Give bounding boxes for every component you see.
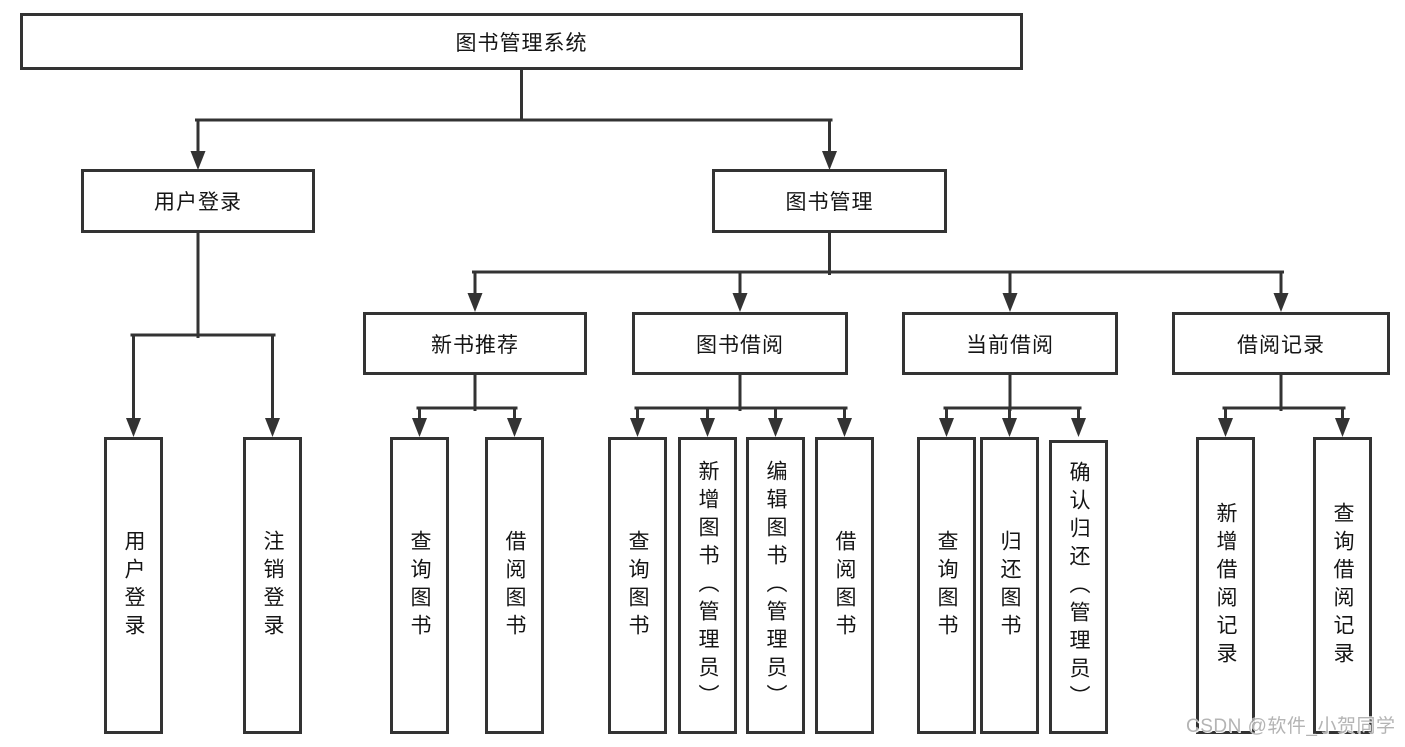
node-user-login: 用户登录 bbox=[81, 169, 315, 233]
leaf-user-login: 用户登录 bbox=[104, 437, 163, 734]
leaf-query-books-recommend-label: 查询图书 bbox=[408, 529, 432, 642]
csdn-watermark: CSDN @软件_小贺同学 bbox=[1186, 716, 1396, 737]
leaf-confirm-return-admin: 确认归还（管理员） bbox=[1049, 440, 1108, 734]
leaf-logout-label: 注销登录 bbox=[261, 529, 285, 642]
leaf-add-book-admin: 新增图书（管理员） bbox=[678, 437, 737, 734]
leaf-query-borrow-record-label: 查询借阅记录 bbox=[1331, 501, 1355, 670]
leaf-logout: 注销登录 bbox=[243, 437, 302, 734]
leaf-return-book: 归还图书 bbox=[980, 437, 1039, 734]
node-book-borrowing: 图书借阅 bbox=[632, 312, 848, 375]
leaf-return-book-label: 归还图书 bbox=[998, 529, 1022, 642]
node-book-management-label: 图书管理 bbox=[785, 191, 874, 214]
leaf-borrow-books-recommend-label: 借阅图书 bbox=[503, 529, 527, 642]
node-borrowing-records-label: 借阅记录 bbox=[1237, 333, 1325, 357]
node-book-management: 图书管理 bbox=[712, 169, 947, 233]
leaf-add-borrow-record-label: 新增借阅记录 bbox=[1214, 501, 1238, 670]
leaf-add-borrow-record: 新增借阅记录 bbox=[1196, 437, 1255, 734]
leaf-confirm-return-admin-label: 确认归还（管理员） bbox=[1067, 461, 1091, 713]
node-root-label: 图书管理系统 bbox=[455, 31, 588, 55]
leaf-borrow-books-label: 借阅图书 bbox=[833, 529, 857, 642]
node-borrowing-records: 借阅记录 bbox=[1172, 312, 1390, 375]
leaf-add-book-admin-label: 新增图书（管理员） bbox=[696, 459, 720, 712]
leaf-query-books-current: 查询图书 bbox=[917, 437, 976, 734]
leaf-edit-book-admin-label: 编辑图书（管理员） bbox=[764, 459, 788, 712]
node-book-borrowing-label: 图书借阅 bbox=[696, 333, 784, 357]
leaf-query-books-borrowing: 查询图书 bbox=[608, 437, 667, 734]
leaf-query-books-recommend: 查询图书 bbox=[390, 437, 449, 734]
node-new-book-recommend-label: 新书推荐 bbox=[431, 333, 519, 357]
leaf-edit-book-admin: 编辑图书（管理员） bbox=[746, 437, 805, 734]
node-root: 图书管理系统 bbox=[20, 13, 1023, 70]
leaf-query-borrow-record: 查询借阅记录 bbox=[1313, 437, 1372, 734]
node-new-book-recommend: 新书推荐 bbox=[363, 312, 587, 375]
node-current-borrowing: 当前借阅 bbox=[902, 312, 1118, 375]
leaf-user-login-label: 用户登录 bbox=[122, 529, 146, 642]
node-user-login-label: 用户登录 bbox=[154, 191, 242, 214]
leaf-query-books-current-label: 查询图书 bbox=[935, 529, 959, 642]
leaf-query-books-borrowing-label: 查询图书 bbox=[626, 529, 650, 642]
node-current-borrowing-label: 当前借阅 bbox=[966, 333, 1054, 357]
leaf-borrow-books: 借阅图书 bbox=[815, 437, 874, 734]
leaf-borrow-books-recommend: 借阅图书 bbox=[485, 437, 544, 734]
